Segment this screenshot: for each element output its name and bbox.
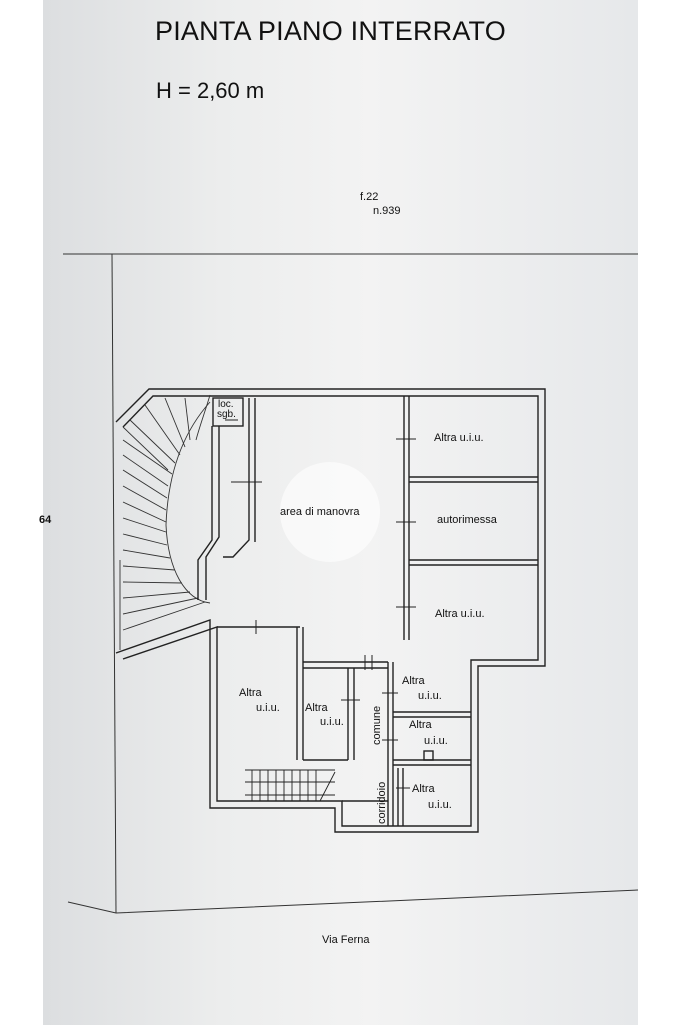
watermark [280, 462, 380, 562]
spiral-stair [119, 394, 211, 650]
altra-uiu-small1-label-1: Altra [402, 675, 425, 687]
altra-uiu-mid-right-label: Altra u.i.u. [435, 608, 485, 620]
door-ticks [225, 419, 416, 789]
altra-uiu-small1-label-2: u.i.u. [418, 690, 442, 702]
lot-boundary [63, 253, 639, 914]
floor-height: H = 2,60 m [156, 78, 265, 103]
altra-uiu-top-right-label: Altra u.i.u. [434, 432, 484, 444]
altra-uiu-small3-label-1: Altra [412, 783, 435, 795]
street-label: Via Ferna [322, 934, 370, 946]
altra-uiu-small3-label-2: u.i.u. [428, 799, 452, 811]
side-fragment: 64 [39, 514, 52, 526]
parcel-sheet: f.22 [360, 191, 379, 203]
altra-uiu-center-label-2: u.i.u. [320, 716, 344, 728]
altra-uiu-left-label-1: Altra [239, 687, 262, 699]
altra-uiu-small2-label-1: Altra [409, 719, 432, 731]
corridoio-label: corridoio [376, 781, 388, 824]
interior-walls [197, 396, 538, 826]
parcel-number: n.939 [373, 205, 401, 217]
plan-title: PIANTA PIANO INTERRATO [155, 16, 506, 46]
altra-uiu-small2-label-2: u.i.u. [424, 735, 448, 747]
area-manovra-label: area di manovra [280, 506, 360, 518]
loc-sgb-label-2: sgb. [217, 409, 236, 420]
altra-uiu-center-label-1: Altra [305, 702, 328, 714]
loc-sgb-label-1: loc. [218, 399, 234, 410]
straight-stair [245, 769, 336, 802]
autorimessa-label: autorimessa [437, 514, 497, 526]
comune-label: comune [371, 705, 383, 745]
altra-uiu-left-label-2: u.i.u. [256, 702, 280, 714]
